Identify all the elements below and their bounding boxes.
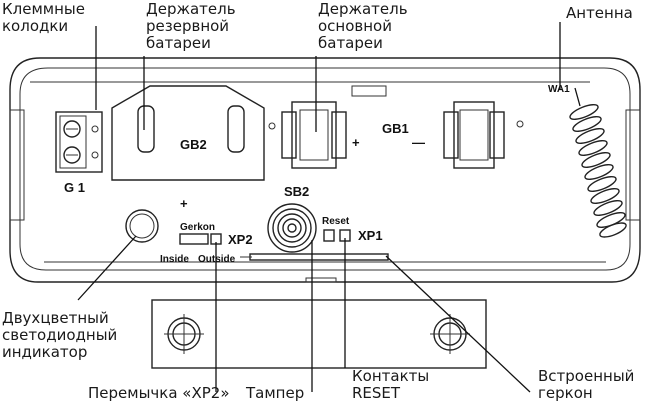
antenna-coil — [569, 104, 627, 238]
label-antenna: Антенна — [566, 4, 633, 22]
pcb-outside: Outside — [198, 254, 236, 265]
label-reserve-2: резервной — [146, 17, 229, 35]
pcb-xp2: XP2 — [228, 232, 253, 247]
label-main-2: основной — [318, 17, 392, 35]
tamper-switch — [267, 203, 317, 253]
bottom-slot — [305, 277, 337, 283]
jumper-pad — [179, 233, 209, 245]
label-terminal-1: Клеммные — [2, 0, 85, 18]
pcb-inside: Inside — [160, 254, 189, 265]
housing-outline — [9, 57, 641, 283]
leader-led — [77, 235, 137, 301]
pcb-gb2-plus: + — [180, 196, 188, 211]
label-led-3: индикатор — [2, 343, 87, 361]
right-notch — [625, 109, 641, 221]
top-connector — [351, 85, 387, 97]
label-reed-2: геркон — [538, 384, 593, 402]
antenna-lead — [574, 87, 581, 107]
label-main-3: батареи — [318, 34, 383, 52]
pcb-g1: G 1 — [64, 180, 85, 195]
pcb-xp1: XP1 — [358, 228, 383, 243]
terminal-block — [55, 111, 103, 173]
label-tamper: Тампер — [245, 384, 304, 402]
mounting-bracket — [151, 299, 487, 369]
pcb-main-minus: — — [412, 135, 425, 150]
reserve-battery-holder — [111, 85, 276, 181]
pcb-wa1: WA1 — [548, 84, 570, 95]
label-led-2: светодиодный — [2, 326, 117, 344]
label-reserve-1: Держатель — [146, 0, 236, 18]
reset-pin-1 — [323, 229, 335, 242]
pcb-sb2: SB2 — [284, 184, 309, 199]
pcb-main-plus: + — [352, 135, 360, 150]
housing-inner — [19, 67, 631, 271]
leader-reed — [385, 255, 531, 393]
main-battery-holder — [281, 101, 524, 169]
pcb-reset: Reset — [322, 216, 350, 227]
label-led-1: Двухцветный — [2, 309, 109, 327]
label-main-1: Держатель — [318, 0, 408, 18]
left-notch — [9, 109, 25, 221]
pcb-gb2: GB2 — [180, 137, 207, 152]
label-reed-1: Встроенный — [538, 367, 634, 385]
reed-switch — [249, 253, 389, 261]
label-reset-2: RESET — [352, 384, 401, 402]
label-reserve-3: батареи — [146, 34, 211, 52]
label-reset-1: Контакты — [352, 367, 429, 385]
led-indicator — [125, 209, 159, 243]
label-jumper: Перемычка «XP2» — [88, 384, 230, 402]
pcb-gerkon: Gerkon — [180, 222, 215, 233]
pcb-gb1: GB1 — [382, 121, 409, 136]
label-terminal-2: колодки — [2, 17, 68, 35]
